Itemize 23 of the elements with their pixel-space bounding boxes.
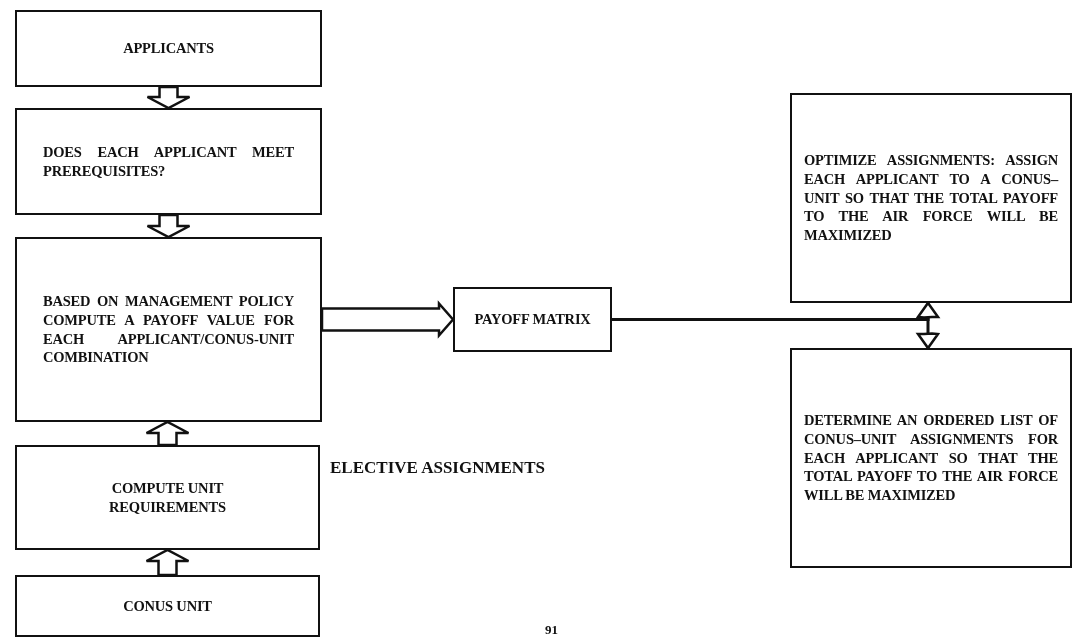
- box-text: PAYOFF MATRIX: [473, 310, 592, 329]
- process-box: [15, 575, 320, 637]
- arrow: [146, 213, 191, 239]
- box-text: DOES EACH APPLICANT MEET PREREQUISITES?: [43, 142, 294, 181]
- process-box: [15, 237, 322, 422]
- box-text: APPLICANTS: [122, 39, 215, 58]
- process-box: [790, 348, 1072, 568]
- box-text: CONUS UNIT: [122, 596, 213, 616]
- arrow: [146, 85, 191, 110]
- process-box: [15, 445, 320, 550]
- box-text: DETERMINE AN ORDERED LIST OF CONUS–UNIT ASSIGNMENTS FOR EACH APPLICANT SO THAT THE TOTAL PAYOFF TO THE AIR FORCE WILL BE MAXIMIZED: [804, 410, 1058, 506]
- box-text: OPTIMIZE ASSIGNMENTS: ASSIGN EACH APPLICANT TO A CONUS–UNIT SO THAT THE TOTAL PAYOFF TO THE AIR FORCE WILL BE MAXIMIZED: [804, 150, 1058, 246]
- process-box: [790, 93, 1072, 303]
- process-box: [15, 108, 322, 215]
- diagram-title: ELECTIVE ASSIGNMENTS: [330, 458, 545, 478]
- arrow: [145, 548, 190, 577]
- process-box: [453, 287, 612, 352]
- box-text: BASED ON MANAGEMENT POLICY COMPUTE A PAYOFF VALUE FOR EACH APPLICANT/CONUS-UNIT COMBINATION: [43, 291, 294, 368]
- process-box: [15, 10, 322, 87]
- page-number: 91: [545, 622, 558, 638]
- arrow: [145, 420, 190, 447]
- arrow: [320, 300, 455, 339]
- box-text: COMPUTE UNIT REQUIREMENTS: [108, 478, 227, 517]
